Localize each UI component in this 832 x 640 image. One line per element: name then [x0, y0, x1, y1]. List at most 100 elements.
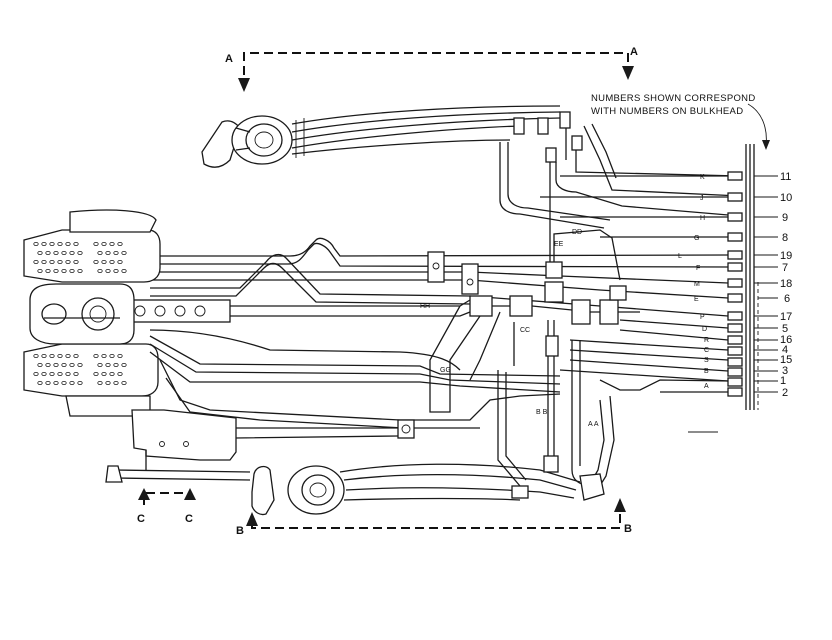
callout-dd: DD — [572, 229, 582, 236]
line-letter-s: S — [704, 357, 709, 364]
bulkhead-number-10: 10 — [780, 192, 792, 204]
tread-dot — [93, 353, 99, 358]
tread-dot — [49, 353, 55, 358]
tread-dot — [77, 250, 83, 255]
rudder-pedal-upper — [23, 209, 161, 283]
tread-dot — [65, 371, 71, 376]
bulkhead-number-8: 8 — [782, 232, 788, 244]
tread-dot — [117, 241, 123, 246]
tread-dot — [77, 362, 83, 367]
tread-dot — [49, 241, 55, 246]
tread-dot — [57, 371, 63, 376]
hydraulic-cylinder — [131, 409, 415, 461]
tread-dot — [41, 371, 47, 376]
tread-dot — [65, 259, 71, 264]
tread-dot — [69, 362, 75, 367]
tread-dot — [53, 380, 59, 385]
tread-dot — [45, 268, 51, 273]
tread-dot — [93, 371, 99, 376]
bulkhead-number-4: 4 — [782, 344, 788, 356]
tread-dot — [109, 241, 115, 246]
lower-control-stick — [251, 465, 345, 516]
tread-dot — [121, 362, 127, 367]
tread-dot — [37, 362, 43, 367]
tread-dot — [113, 268, 119, 273]
tread-dot — [49, 371, 55, 376]
bulkhead-number-17: 17 — [780, 311, 792, 323]
callout-hh: HH — [420, 303, 430, 310]
upper-control-stick — [201, 115, 293, 168]
tread-dot — [37, 380, 43, 385]
tread-dot — [61, 250, 67, 255]
central-manifold — [119, 229, 640, 325]
tread-dot — [73, 241, 79, 246]
tread-dot — [45, 250, 51, 255]
line-letter-a: A — [704, 383, 709, 390]
note-leader-arrow — [747, 103, 767, 147]
tread-dot — [105, 268, 111, 273]
tread-dot — [109, 371, 115, 376]
tread-dot — [69, 250, 75, 255]
tread-dot — [61, 268, 67, 273]
pedal-tread-pattern — [33, 241, 127, 385]
line-letter-r: R — [704, 337, 709, 344]
tread-dot — [97, 362, 103, 367]
tread-dot — [109, 259, 115, 264]
tread-dot — [117, 353, 123, 358]
tread-dot — [73, 371, 79, 376]
tread-dot — [57, 353, 63, 358]
tread-dot — [113, 250, 119, 255]
tread-dot — [65, 353, 71, 358]
bulkhead-note-line-2: WITH NUMBERS ON BULKHEAD — [591, 106, 743, 117]
tread-dot — [37, 268, 43, 273]
tread-dot — [93, 241, 99, 246]
line-letter-b: B — [704, 368, 709, 375]
tread-dot — [41, 241, 47, 246]
tread-dot — [93, 259, 99, 264]
tread-dot — [53, 362, 59, 367]
line-letter-l: L — [678, 253, 682, 260]
tread-dot — [33, 241, 39, 246]
tread-dot — [121, 380, 127, 385]
tread-dot — [45, 380, 51, 385]
bulkhead-number-5: 5 — [782, 323, 788, 335]
bulkhead-number-7: 7 — [782, 262, 788, 274]
tread-dot — [69, 380, 75, 385]
bulkhead-number-19: 19 — [780, 250, 792, 262]
line-letter-f: F — [696, 265, 700, 272]
tread-dot — [41, 353, 47, 358]
tread-dot — [53, 250, 59, 255]
tread-dot — [57, 259, 63, 264]
line-letter-m: M — [694, 281, 700, 288]
tread-dot — [69, 268, 75, 273]
upper-fittings — [499, 111, 741, 270]
bulkhead-fittings — [727, 171, 743, 397]
bulkhead-number-9: 9 — [782, 212, 788, 224]
bulkhead-number-11: 11 — [780, 171, 791, 183]
tread-dot — [105, 250, 111, 255]
tread-dot — [61, 362, 67, 367]
line-letter-d: D — [702, 326, 707, 333]
line-letter-c: C — [704, 347, 709, 354]
tread-dot — [49, 259, 55, 264]
tread-dot — [105, 380, 111, 385]
line-letter-p: P — [700, 314, 705, 321]
bulkhead-number-3: 3 — [782, 365, 788, 377]
bulkhead-number-18: 18 — [780, 278, 792, 290]
callout-ee: EE — [554, 241, 564, 248]
tube-letter-labels: K J H G L F M E P D R C S B A — [678, 174, 709, 390]
section-c-right-label: C — [185, 513, 193, 525]
tread-dot — [77, 268, 83, 273]
tread-dot — [101, 259, 107, 264]
tread-dot — [77, 380, 83, 385]
tread-dot — [33, 259, 39, 264]
tread-dot — [73, 353, 79, 358]
line-letter-e: E — [694, 296, 699, 303]
pedal-hub — [29, 283, 135, 345]
bulkhead-number-1: 1 — [780, 375, 786, 387]
tread-dot — [61, 380, 67, 385]
tread-dot — [41, 259, 47, 264]
section-b-cut-line — [246, 498, 626, 529]
tread-dot — [33, 353, 39, 358]
